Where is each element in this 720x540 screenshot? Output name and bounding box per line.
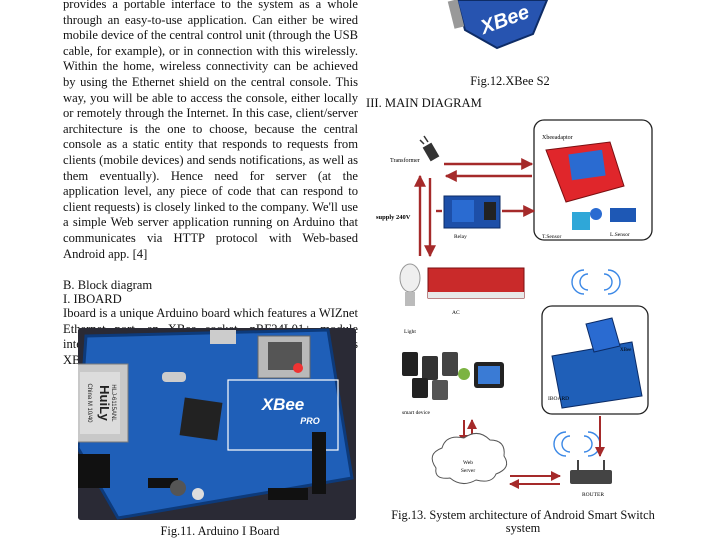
figure-caption: Fig.12.XBee S2 — [470, 74, 550, 88]
body-paragraph: provides a portable interface to the sys… — [63, 0, 358, 261]
router-label: ROUTER — [582, 492, 604, 498]
arduino-iboard-photo: HuiLy HLJ-6115ANL China M 10/40 XBee PRO — [78, 328, 356, 520]
light-sensor — [610, 208, 636, 222]
router-icon — [570, 460, 612, 484]
smart-device-label: smart device — [402, 410, 431, 416]
arduino-iboard-illustration: HuiLy HLJ-6115ANL China M 10/40 XBee PRO — [78, 328, 356, 520]
l-sensor-label: L.Sensor — [610, 232, 630, 238]
chip-brand: HuiLy — [97, 385, 112, 421]
smart-device-icons — [402, 352, 504, 400]
temperature-sensor — [590, 208, 602, 220]
relay-label: Relay — [454, 234, 467, 240]
system-architecture-diagram: Xbeeadaptor T.Sensor L.Sensor Transforme… — [374, 116, 666, 508]
xbee-label: XBee — [620, 348, 632, 353]
web-server-label: Web — [463, 460, 473, 466]
transformer-plug-icon — [419, 135, 440, 162]
web-server-cloud — [431, 433, 508, 484]
module-sub: PRO — [300, 416, 320, 426]
light-label: Light — [404, 329, 416, 335]
chip-origin: China M 10/40 — [86, 383, 92, 423]
t-sensor-label: T.Sensor — [542, 234, 561, 240]
wifi-icon — [553, 431, 601, 457]
relay-module — [443, 195, 501, 229]
chip-model: HLJ-6115ANL — [110, 384, 116, 422]
figure-caption: Fig.13. System architecture of Android S… — [391, 508, 655, 535]
wifi-icon — [571, 269, 621, 295]
transformer-label: Transformer — [390, 157, 420, 164]
figure-caption: Fig.11. Arduino I Board — [160, 524, 280, 538]
subsection-heading: I. IBOARD — [63, 292, 122, 307]
subsection-heading: B. Block diagram — [63, 278, 153, 293]
ac-label: AC — [452, 310, 460, 316]
power-jack — [78, 454, 110, 488]
xbee-adaptor-label: Xbeeadaptor — [542, 135, 573, 141]
left-column: provides a portable interface to the sys… — [63, 0, 358, 368]
web-server-label: Server — [461, 468, 476, 474]
module-logo: XBee — [261, 395, 305, 414]
atmega-chip — [179, 397, 223, 441]
xbee-s2-photo: XBee — [447, 0, 559, 50]
iboard-illustration — [551, 317, 643, 409]
xbee-socket — [227, 379, 339, 451]
section-heading: III. MAIN DIAGRAM — [366, 96, 482, 110]
iboard-label: IBOARD — [548, 396, 569, 402]
ac-unit — [427, 267, 525, 299]
light-bulb-icon — [399, 263, 421, 306]
supply-label: supply 240V — [376, 214, 411, 221]
